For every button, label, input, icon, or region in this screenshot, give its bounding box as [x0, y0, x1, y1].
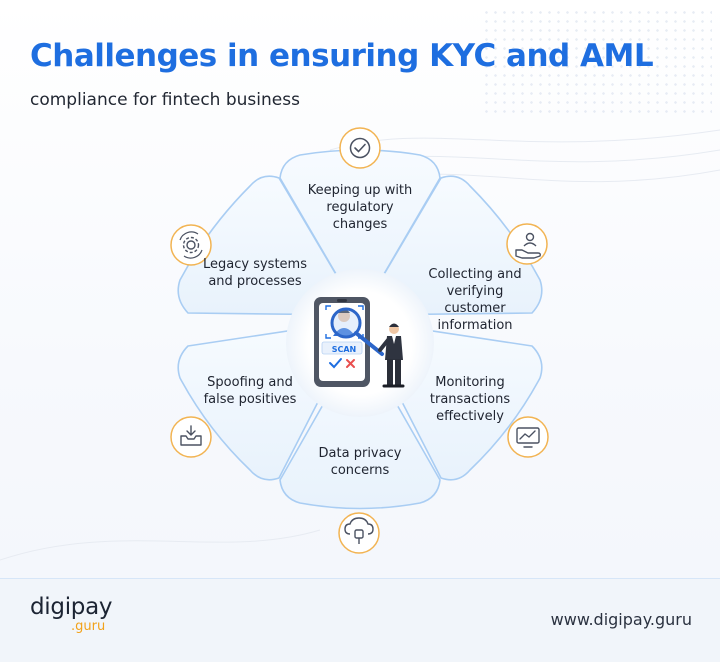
label-spoofing: Spoofing and false positives — [203, 375, 297, 407]
id-scan-magnifier-icon — [314, 297, 405, 388]
scan-label: SCAN — [332, 345, 357, 354]
page-title: Challenges in ensuring KYC and AML — [30, 38, 654, 74]
logo-sub-text: .guru — [71, 619, 106, 634]
label-legacy: Legacy systems and processes — [203, 257, 307, 289]
page-subtitle: compliance for fintech business — [30, 90, 300, 110]
inbox-download-icon — [170, 416, 212, 458]
website-link[interactable]: www.digipay.guru — [550, 610, 692, 629]
label-verifying: Collecting and verifying customer inform… — [428, 267, 522, 333]
label-monitoring: Monitoring transactions effectively — [429, 375, 511, 424]
check-circle-icon — [339, 127, 381, 169]
logo-main-text: digipay — [30, 594, 113, 620]
hand-user-icon — [506, 223, 548, 265]
footer — [0, 579, 720, 662]
monitor-chart-icon — [507, 416, 549, 458]
footer-divider — [0, 578, 720, 579]
gear-refresh-icon — [170, 224, 212, 266]
dot-pattern — [482, 8, 712, 118]
petal-legacy — [177, 175, 361, 316]
petal-privacy — [279, 339, 441, 510]
cloud-lock-icon — [338, 512, 380, 554]
label-regulatory: Keeping up with regulatory changes — [307, 183, 413, 232]
petal-verifying — [359, 175, 543, 316]
label-privacy: Data privacy concerns — [318, 446, 402, 478]
